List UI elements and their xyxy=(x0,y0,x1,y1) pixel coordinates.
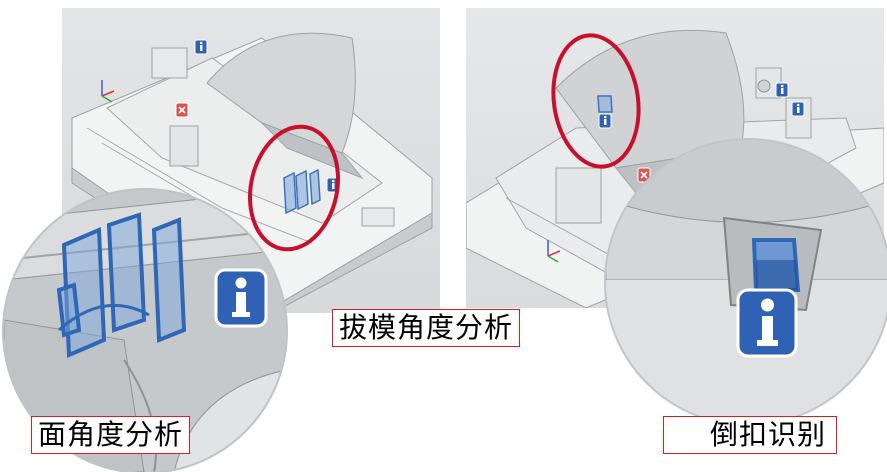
info-icon xyxy=(598,113,612,129)
selected-faces-zoom xyxy=(56,212,187,358)
info-icon xyxy=(775,82,789,98)
caption-undercut-detection: 倒扣识别 xyxy=(663,416,838,454)
magnifier-face-angle xyxy=(4,190,286,472)
info-icon xyxy=(791,101,805,117)
axis-triad-icon xyxy=(101,80,115,103)
info-icon xyxy=(214,268,268,328)
error-icon xyxy=(175,102,189,118)
cad-model-left xyxy=(71,32,433,313)
caption-draft-angle-analysis: 拔模角度分析 xyxy=(332,309,521,347)
highlight-ellipse xyxy=(551,33,641,169)
caption-face-angle-analysis: 面角度分析 xyxy=(31,416,191,454)
info-icon xyxy=(194,39,208,55)
selected-face-right xyxy=(597,95,613,113)
info-icon xyxy=(736,288,798,358)
axis-triad-icon xyxy=(547,240,561,263)
magnifier-undercut xyxy=(606,140,887,424)
